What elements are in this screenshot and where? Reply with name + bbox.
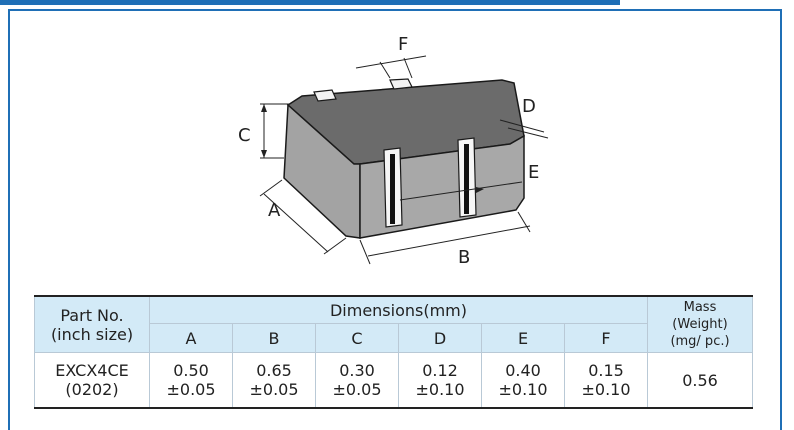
terminal-edge-right <box>464 144 469 214</box>
tolerance-a: ±0.05 <box>166 380 216 399</box>
part-no-header-line2: (inch size) <box>50 324 134 344</box>
label-d: D <box>522 96 536 117</box>
tolerance-e: ±0.10 <box>498 380 548 399</box>
part-no-header-line1: Part No. <box>60 305 124 325</box>
table-row: EXCX4CE (0202) 0.50 ±0.05 0.65 ±0.05 0.3… <box>34 352 753 409</box>
value-b-cell: 0.65 ±0.05 <box>232 352 316 409</box>
top-terminal-right <box>389 78 413 90</box>
column-c-header: C <box>315 323 399 353</box>
column-d-header: D <box>398 323 482 353</box>
value-e-cell: 0.40 ±0.10 <box>481 352 565 409</box>
dimensions-header: Dimensions(mm) <box>149 295 648 324</box>
mass-header-line2: (Weight) <box>672 317 728 332</box>
component-diagram: C A B F D E <box>226 28 566 273</box>
chip-drawing: C A B F D E <box>238 34 549 268</box>
mass-value: 0.56 <box>647 352 753 409</box>
column-b-header: B <box>232 323 316 353</box>
label-e: E <box>528 162 539 183</box>
part-number-cell: EXCX4CE (0202) <box>34 352 150 409</box>
tolerance-b: ±0.05 <box>249 380 299 399</box>
label-f: F <box>398 34 408 55</box>
mass-header: Mass (Weight) (mg/ pc.) <box>647 295 753 353</box>
value-f: 0.15 <box>588 361 624 380</box>
column-a-header: A <box>149 323 233 353</box>
value-d-cell: 0.12 ±0.10 <box>398 352 482 409</box>
value-d: 0.12 <box>422 361 458 380</box>
label-a: A <box>268 200 281 221</box>
value-e: 0.40 <box>505 361 541 380</box>
tolerance-f: ±0.10 <box>581 380 631 399</box>
column-e-header: E <box>481 323 565 353</box>
label-b: B <box>458 247 470 268</box>
part-number: EXCX4CE <box>55 361 129 380</box>
mass-header-line3: (mg/ pc.) <box>670 334 730 349</box>
part-no-header: Part No. (inch size) <box>34 295 150 353</box>
column-f-header: F <box>564 323 648 353</box>
dimensions-table: Part No. (inch size) Dimensions(mm) Mass… <box>34 295 753 409</box>
mass-header-line1: Mass <box>683 300 717 315</box>
value-c-cell: 0.30 ±0.05 <box>315 352 399 409</box>
value-a-cell: 0.50 ±0.05 <box>149 352 233 409</box>
value-f-cell: 0.15 ±0.10 <box>564 352 648 409</box>
tolerance-c: ±0.05 <box>332 380 382 399</box>
top-banner <box>0 0 794 9</box>
top-banner-accent <box>0 0 620 5</box>
top-terminal-left <box>313 89 337 102</box>
value-c: 0.30 <box>339 361 375 380</box>
value-a: 0.50 <box>173 361 209 380</box>
terminal-edge-left <box>390 154 395 224</box>
tolerance-d: ±0.10 <box>415 380 465 399</box>
label-c: C <box>238 125 251 146</box>
inch-size: (0202) <box>65 380 119 399</box>
value-b: 0.65 <box>256 361 292 380</box>
